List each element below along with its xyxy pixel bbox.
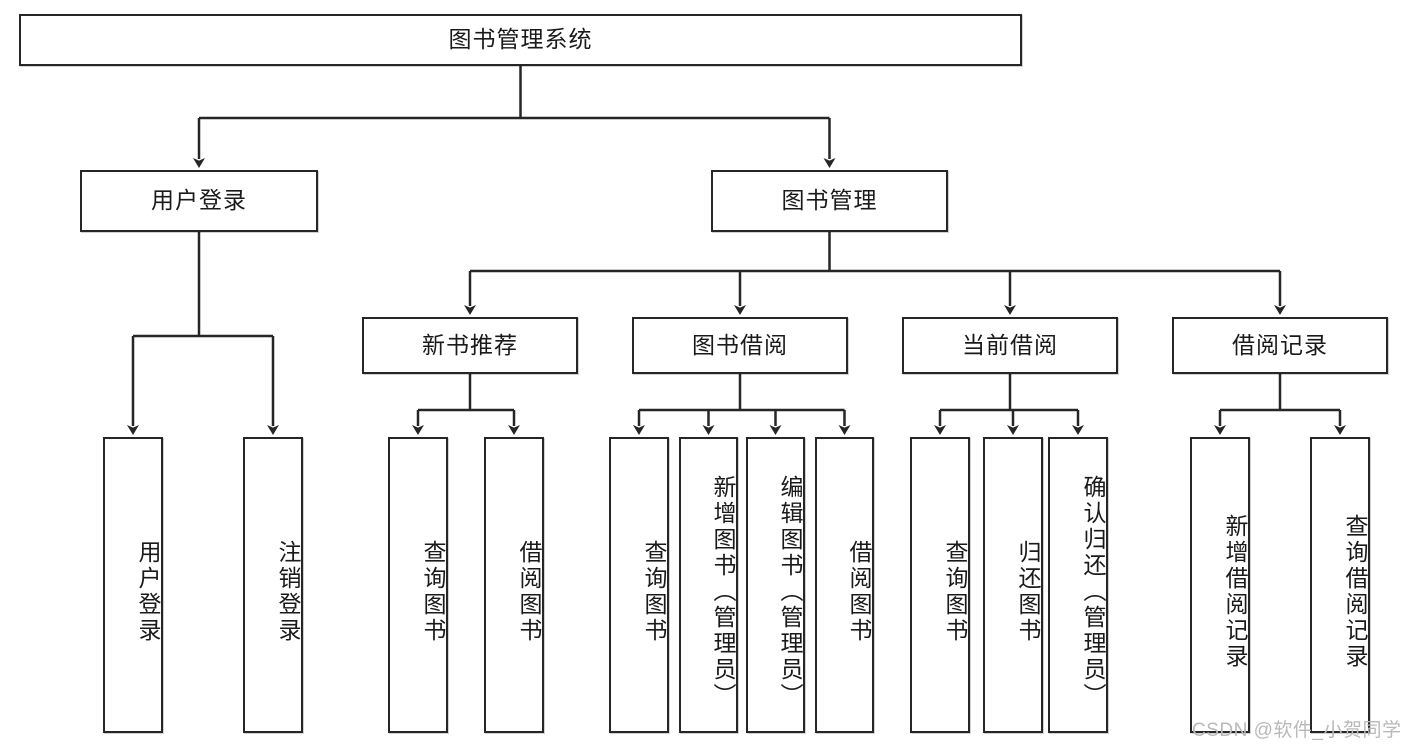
leaf-query-borrow-record[interactable]: 查询借阅记录 xyxy=(1310,437,1370,733)
leaf-edit-book-admin[interactable]: 编辑图书（管理员） xyxy=(746,437,805,733)
leaf-borrow-book-label: 借阅图书 xyxy=(846,540,872,644)
leaf-borrow-book-recommend[interactable]: 借阅图书 xyxy=(484,437,544,733)
leaf-query-book-recommend-label: 查询图书 xyxy=(420,540,446,644)
leaf-query-borrow-record-label: 查询借阅记录 xyxy=(1342,514,1368,670)
node-book-management-label: 图书管理 xyxy=(781,187,878,214)
leaf-query-book-current-label: 查询图书 xyxy=(942,540,968,644)
leaf-user-logout[interactable]: 注销登录 xyxy=(243,437,303,733)
node-user-login-label: 用户登录 xyxy=(151,187,247,214)
leaf-user-login-label: 用户登录 xyxy=(135,540,161,644)
node-current-borrow-label: 当前借阅 xyxy=(962,331,1058,358)
node-borrow-record[interactable]: 借阅记录 xyxy=(1172,317,1388,374)
leaf-edit-book-admin-label: 编辑图书（管理员） xyxy=(777,475,803,709)
leaf-query-book-borrow-label: 查询图书 xyxy=(641,540,667,644)
leaf-query-book-current[interactable]: 查询图书 xyxy=(910,437,970,733)
node-book-borrow-label: 图书借阅 xyxy=(692,331,788,358)
leaf-return-book[interactable]: 归还图书 xyxy=(983,437,1043,733)
leaf-confirm-return-admin-label: 确认归还（管理员） xyxy=(1080,475,1106,709)
node-current-borrow[interactable]: 当前借阅 xyxy=(902,317,1118,374)
node-borrow-record-label: 借阅记录 xyxy=(1232,331,1328,358)
node-book-management[interactable]: 图书管理 xyxy=(711,170,948,232)
node-new-book-recommend[interactable]: 新书推荐 xyxy=(362,317,578,374)
leaf-add-borrow-record[interactable]: 新增借阅记录 xyxy=(1190,437,1250,733)
node-user-login[interactable]: 用户登录 xyxy=(80,170,318,232)
leaf-confirm-return-admin[interactable]: 确认归还（管理员） xyxy=(1048,437,1108,733)
leaf-query-book-borrow[interactable]: 查询图书 xyxy=(609,437,669,733)
leaf-add-book-admin[interactable]: 新增图书（管理员） xyxy=(679,437,738,733)
leaf-add-book-admin-label: 新增图书（管理员） xyxy=(710,475,736,709)
leaf-user-logout-label: 注销登录 xyxy=(275,540,301,644)
leaf-add-borrow-record-label: 新增借阅记录 xyxy=(1222,514,1248,670)
leaf-return-book-label: 归还图书 xyxy=(1015,540,1041,644)
node-root[interactable]: 图书管理系统 xyxy=(19,14,1022,66)
leaf-borrow-book[interactable]: 借阅图书 xyxy=(815,437,874,733)
leaf-user-login[interactable]: 用户登录 xyxy=(103,437,163,733)
leaf-query-book-recommend[interactable]: 查询图书 xyxy=(388,437,448,733)
node-root-label: 图书管理系统 xyxy=(448,26,593,53)
node-new-book-recommend-label: 新书推荐 xyxy=(422,331,518,358)
leaf-borrow-book-recommend-label: 借阅图书 xyxy=(516,540,542,644)
node-book-borrow[interactable]: 图书借阅 xyxy=(632,317,848,374)
